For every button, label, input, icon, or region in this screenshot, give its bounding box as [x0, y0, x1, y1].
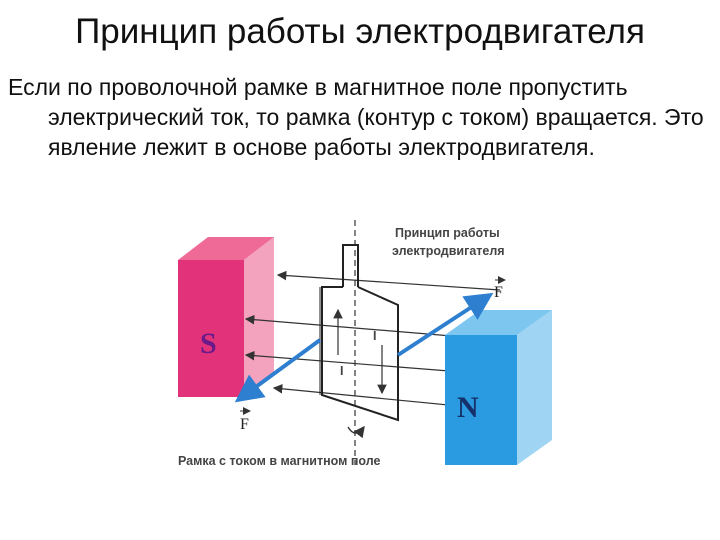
rotation-arrow [347, 425, 365, 439]
north-pole-label: N [457, 391, 479, 424]
caption-top-line1: Принцип работы [395, 226, 500, 240]
south-magnet-front [178, 260, 244, 397]
force-label-lower: F [240, 407, 251, 433]
force-label-upper: F [494, 276, 506, 301]
motor-diagram-svg: S I I N [178, 220, 552, 468]
force-arrow-upper [396, 292, 494, 357]
svg-text:F: F [240, 416, 249, 433]
south-magnet-side [244, 237, 274, 397]
caption-top-line2: электродвигателя [392, 244, 505, 258]
south-magnet: S [178, 237, 274, 397]
field-line-1 [276, 270, 501, 291]
slide-title: Принцип работы электродвигателя [75, 12, 645, 51]
frame-lead [342, 244, 359, 287]
south-pole-label: S [200, 327, 217, 360]
svg-text:F: F [494, 284, 503, 301]
north-magnet-front [445, 335, 517, 465]
current-label-left: I [340, 364, 343, 378]
motor-diagram: S I I N [170, 215, 570, 480]
south-magnet-top [178, 237, 274, 260]
north-magnet: N [445, 310, 552, 465]
force-arrow-lower [234, 338, 322, 403]
current-label-right: I [373, 329, 376, 343]
north-magnet-side [517, 310, 552, 465]
force-arrows [234, 292, 494, 403]
frame-outline [321, 286, 399, 422]
body-text: Если по проволочной рамке в магнитное по… [8, 74, 704, 160]
current-arrows [333, 308, 387, 395]
caption-bottom: Рамка с током в магнитном поле [178, 454, 380, 468]
